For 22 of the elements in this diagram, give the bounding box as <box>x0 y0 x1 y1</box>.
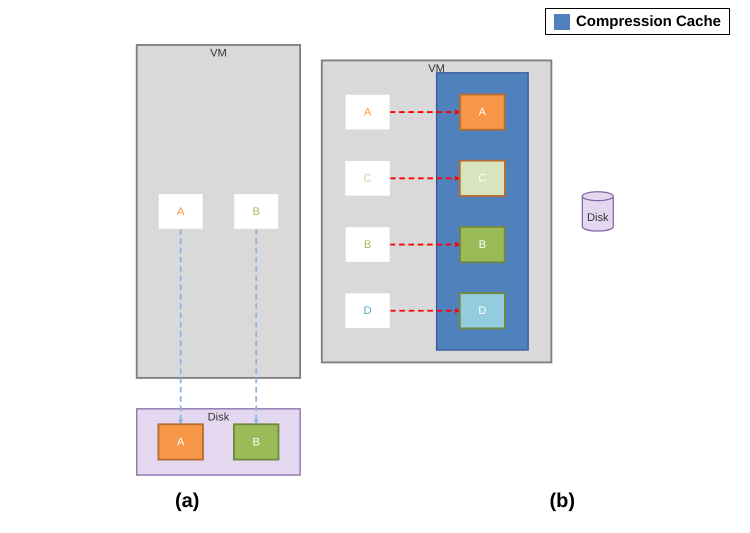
node-box: B <box>345 226 390 262</box>
node-box: B <box>234 193 279 230</box>
panel-label: (b) <box>549 490 575 513</box>
node-box: B <box>459 226 506 264</box>
arrow <box>390 242 460 248</box>
node-box: C <box>344 160 390 196</box>
arrow <box>390 109 460 115</box>
node-box: B <box>232 423 280 460</box>
cluster <box>436 72 529 351</box>
panel-label: (a) <box>175 490 200 513</box>
arrow <box>178 229 184 425</box>
node-box: D <box>458 292 506 330</box>
node-box: D <box>344 292 390 329</box>
legend-text: Compression Cache <box>576 13 721 30</box>
node-box: A <box>157 423 204 460</box>
node-box: A <box>345 94 390 130</box>
arrow <box>390 176 460 182</box>
arrow <box>390 308 460 314</box>
node-box: A <box>459 94 506 131</box>
arrow <box>253 229 259 425</box>
node-box: C <box>458 160 506 197</box>
node-box: A <box>158 193 204 230</box>
